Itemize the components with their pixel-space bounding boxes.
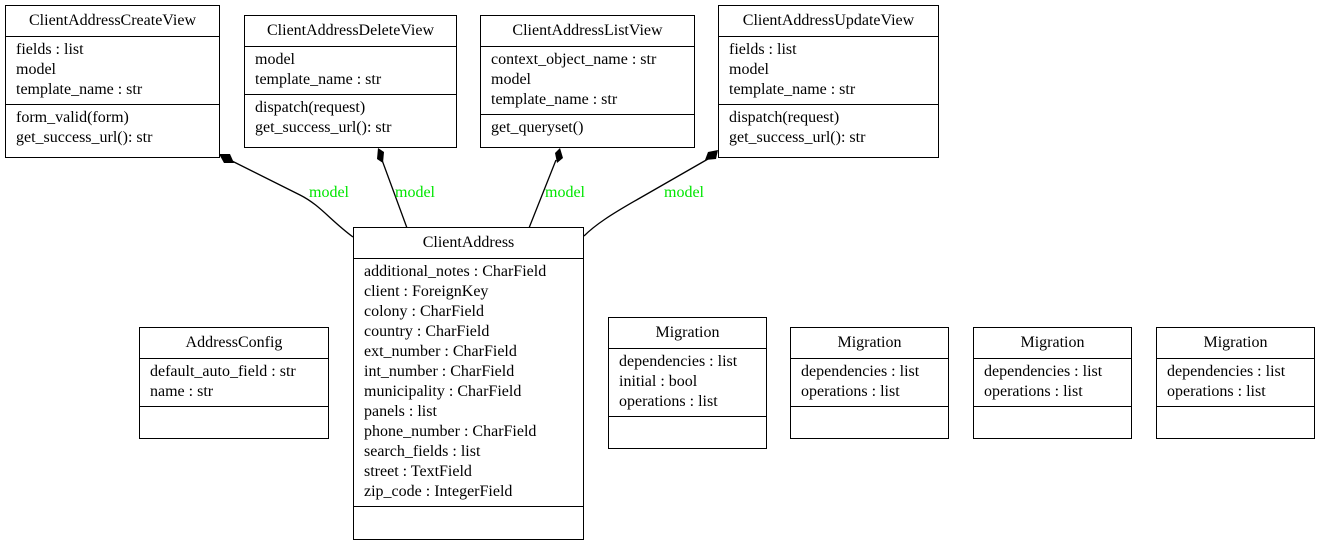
class-box: ClientAddressCreateView fields : list mo… [5,5,220,158]
class-box: ClientAddressUpdateView fields : list mo… [718,5,939,158]
attribute: dependencies : list [984,363,1103,380]
class-attributes: fields : list model template_name : str [6,37,219,105]
method: dispatch(request) [255,99,366,116]
composition-diamond [705,150,718,160]
relation-label: model [664,184,705,201]
attribute: template_name : str [491,91,618,108]
method: get_queryset() [491,119,584,136]
attribute: template_name : str [16,81,143,98]
class-box: ClientAddressDeleteView model template_n… [244,15,457,148]
class-attributes: dependencies : list operations : list [1157,359,1314,407]
class-box: AddressConfig default_auto_field : str n… [139,327,329,439]
attribute: initial : bool [619,373,698,390]
class-box: ClientAddress additional_notes : CharFie… [353,227,584,540]
class-attributes: dependencies : list operations : list [974,359,1131,407]
class-box: Migration dependencies : list operations… [1156,327,1315,439]
attribute: operations : list [801,383,900,400]
class-box: Migration dependencies : list operations… [790,327,949,439]
class-methods: dispatch(request) get_success_url(): str [719,105,938,157]
class-name: Migration [1157,328,1314,359]
attribute: operations : list [984,383,1083,400]
attribute: zip_code : IntegerField [364,483,513,500]
class-name: ClientAddressUpdateView [719,6,938,37]
method: get_success_url(): str [16,129,153,146]
relation-list-view: model [528,148,586,229]
class-attributes: fields : list model template_name : str [719,37,938,105]
class-attributes: default_auto_field : str name : str [140,359,328,407]
class-methods: form_valid(form) get_success_url(): str [6,105,219,157]
class-name: AddressConfig [140,328,328,359]
attribute: dependencies : list [801,363,920,380]
attribute: model [491,71,531,88]
attribute: model [729,61,769,78]
attribute: context_object_name : str [491,51,657,68]
attribute: model [255,51,295,68]
attribute: operations : list [619,393,718,410]
attribute: colony : CharField [364,303,484,320]
class-name: ClientAddressListView [481,16,694,47]
composition-diamond [555,148,563,163]
attribute: operations : list [1167,383,1266,400]
relation-create-view: model [219,154,354,238]
attribute: template_name : str [729,81,856,98]
class-attributes: additional_notes : CharField client : Fo… [354,259,583,507]
class-methods [140,407,328,438]
class-name: ClientAddressCreateView [6,6,219,37]
relation-update-view: model [583,150,718,237]
attribute: additional_notes : CharField [364,263,547,280]
class-name: Migration [609,318,766,349]
method: dispatch(request) [729,109,840,126]
class-methods [974,407,1131,438]
method: form_valid(form) [16,109,129,126]
attribute: default_auto_field : str [150,363,296,380]
class-box: Migration dependencies : list initial : … [608,317,767,449]
class-attributes: dependencies : list operations : list [791,359,948,407]
class-attributes: context_object_name : str model template… [481,47,694,115]
attribute: country : CharField [364,323,490,340]
attribute: panels : list [364,403,437,420]
relation-label: model [309,184,350,201]
composition-diamond [219,154,234,163]
class-attributes: dependencies : list initial : bool opera… [609,349,766,417]
relation-line [381,159,408,229]
attribute: dependencies : list [619,353,738,370]
class-name: ClientAddress [354,228,583,259]
attribute: model [16,61,56,78]
class-attributes: model template_name : str [245,47,456,95]
class-methods: get_queryset() [481,115,694,147]
attribute: dependencies : list [1167,363,1286,380]
class-methods [609,417,766,448]
relation-label: model [395,184,436,201]
attribute: fields : list [729,41,797,58]
class-box: Migration dependencies : list operations… [973,327,1132,439]
attribute: fields : list [16,41,84,58]
attribute: name : str [150,383,214,400]
class-methods [354,507,583,539]
class-box: ClientAddressListView context_object_nam… [480,15,695,148]
relation-label: model [545,184,586,201]
method: get_success_url(): str [729,129,866,146]
attribute: template_name : str [255,71,382,88]
class-methods: dispatch(request) get_success_url(): str [245,95,456,147]
class-name: ClientAddressDeleteView [245,16,456,47]
relation-line [528,159,557,229]
class-name: Migration [974,328,1131,359]
attribute: search_fields : list [364,443,481,460]
relation-line [229,159,354,238]
class-methods [1157,407,1314,438]
attribute: client : ForeignKey [364,283,489,300]
relation-delete-view: model [377,148,436,229]
composition-diamond [377,148,384,163]
attribute: municipality : CharField [364,383,522,400]
attribute: int_number : CharField [364,363,515,380]
class-methods [791,407,948,438]
attribute: phone_number : CharField [364,423,537,440]
attribute: street : TextField [364,463,472,480]
attribute: ext_number : CharField [364,343,517,360]
relation-line [583,158,709,237]
class-name: Migration [791,328,948,359]
method: get_success_url(): str [255,119,392,136]
